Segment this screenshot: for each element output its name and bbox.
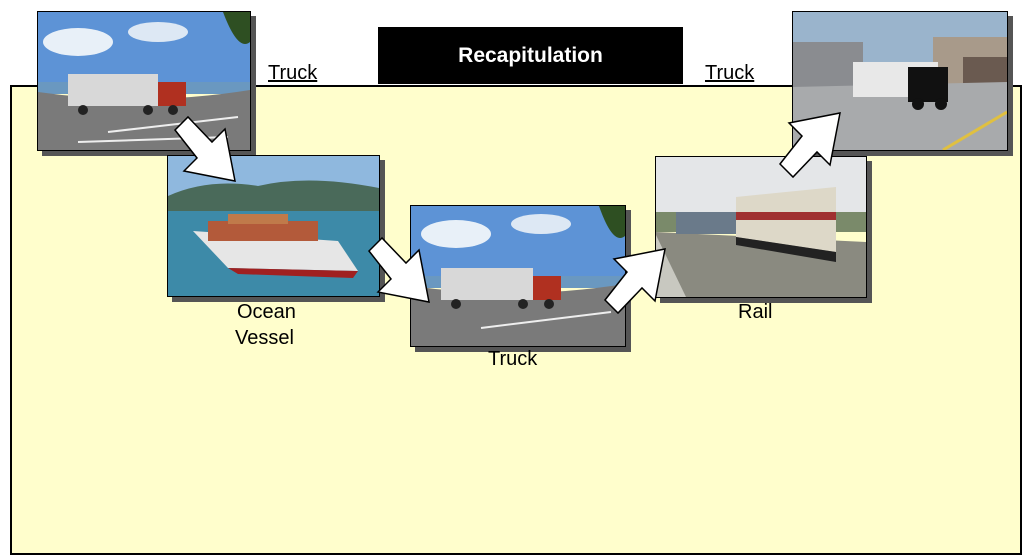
rail-photo — [655, 156, 867, 298]
label-truck-center: Truck — [488, 348, 538, 370]
truck-photo-start — [37, 11, 251, 151]
arrow-up-right-icon — [603, 248, 666, 315]
ocean-vessel-photo — [167, 155, 380, 297]
label-ocean: Ocean — [237, 301, 296, 323]
truck-photo-center — [410, 205, 626, 347]
label-rail: Rail — [738, 301, 773, 323]
page-title: Recapitulation — [378, 27, 683, 84]
label-truck-right: Truck — [705, 62, 755, 84]
truck-photo-end — [792, 11, 1008, 151]
arrow-down-right-icon — [367, 236, 430, 303]
arrow-up-icon — [778, 112, 841, 179]
arrow-down-icon — [173, 115, 236, 182]
label-truck-left: Truck — [268, 62, 318, 84]
label-vessel: Vessel — [235, 327, 294, 349]
